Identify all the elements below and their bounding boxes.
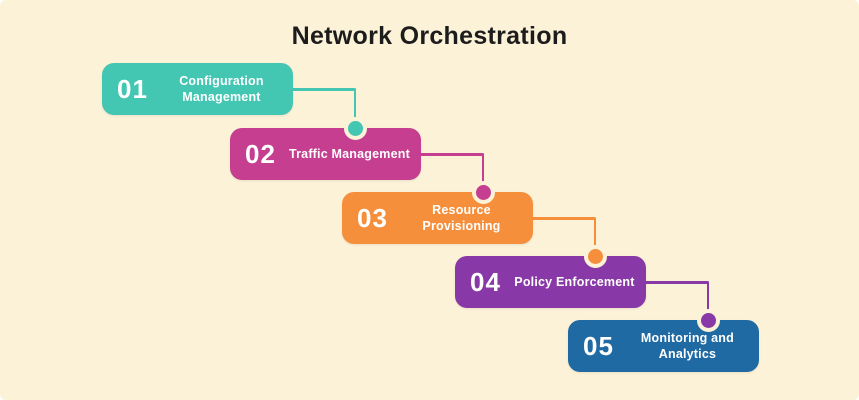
- connector-line-1: [292, 88, 355, 91]
- connector-line-2: [481, 153, 484, 182]
- step-label: Resource Provisioning: [422, 202, 501, 233]
- step-number: 03: [357, 202, 388, 233]
- step-number: 01: [117, 73, 148, 104]
- page-title: Network Orchestration: [291, 22, 568, 50]
- step-label: Configuration Management: [179, 73, 264, 104]
- connector-line-3: [593, 217, 596, 246]
- connector-line-3: [532, 217, 595, 220]
- step-card-1: 01 Configuration Management: [102, 63, 293, 115]
- step-card-3: 03 Resource Provisioning: [342, 192, 533, 244]
- step-number: 05: [583, 330, 614, 361]
- connector-line-2: [420, 153, 483, 156]
- connector-dot-2: [471, 180, 495, 204]
- connector-dot-4: [696, 308, 720, 332]
- step-label: Policy Enforcement: [514, 274, 635, 289]
- connector-dot-3: [583, 244, 607, 268]
- step-number: 04: [470, 266, 501, 297]
- step-card-2: 02 Traffic Management: [230, 128, 421, 180]
- connector-line-4: [706, 281, 709, 310]
- connector-dot-1: [343, 116, 367, 140]
- step-label: Traffic Management: [288, 146, 410, 161]
- step-card-4: 04 Policy Enforcement: [455, 256, 646, 308]
- step-label: Monitoring and Analytics: [640, 330, 734, 361]
- step-number: 02: [245, 138, 276, 169]
- connector-line-1: [353, 88, 356, 118]
- step-card-5: 05 Monitoring and Analytics: [568, 320, 759, 372]
- connector-line-4: [645, 281, 708, 284]
